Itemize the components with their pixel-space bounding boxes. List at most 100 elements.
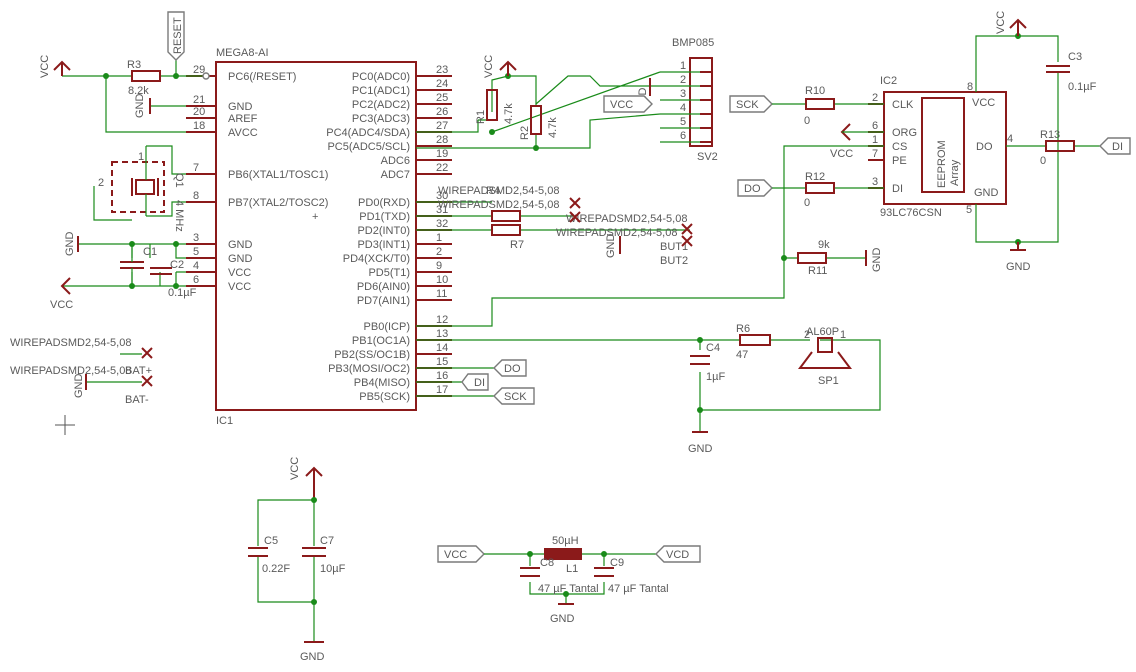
ic1-pin-number: 6 xyxy=(193,274,199,286)
sck-input: SCK R10 0 xyxy=(729,85,884,127)
org-vcc: VCC xyxy=(830,123,884,160)
ic1-pin-number: 27 xyxy=(436,120,448,132)
i2c-bus-wires xyxy=(491,71,661,149)
ic1-pin-number: 30 xyxy=(436,190,448,202)
r12-name: R12 xyxy=(805,171,825,183)
ic2-vcc-label: VCC xyxy=(972,97,995,109)
di-flag-right: DI xyxy=(1099,137,1131,155)
c4-plates xyxy=(690,355,710,365)
junction xyxy=(563,591,569,597)
ic1-pin-label: PB4(MISO) xyxy=(354,377,410,389)
crystal-q1: Q1 4 MHz 2 1 xyxy=(98,146,185,232)
c7-value: 10µF xyxy=(320,563,346,575)
vcc-symbol: VCC xyxy=(39,55,71,78)
ic2-pin-number: 1 xyxy=(872,134,878,146)
ic2-pin-label: PE xyxy=(892,155,907,167)
sp1-value: AL60P xyxy=(806,326,839,338)
ic1-pin-number: 25 xyxy=(436,92,448,104)
ic1-pin-number: 18 xyxy=(193,120,205,132)
ic1-pin-label: PD2(INT0) xyxy=(357,225,410,237)
lc-filter: VCC 50µH L1 C8 C9 47 µF Tantal 47 µF Tan… xyxy=(437,535,701,625)
sv2-pin-wires xyxy=(660,71,700,143)
r12-value: 0 xyxy=(804,197,810,209)
l1-value: 50µH xyxy=(552,535,579,547)
ic1-pin-number: 5 xyxy=(193,246,199,258)
ic1-pin-number: 16 xyxy=(436,370,448,382)
ic1-pin-number: 10 xyxy=(436,274,448,286)
junction xyxy=(697,407,703,413)
crystal-value: 4 MHz xyxy=(173,200,185,232)
gnd-label: GND xyxy=(73,374,85,399)
r7-body xyxy=(491,224,521,236)
bat-plus-label: BAT+ xyxy=(125,365,152,377)
pad-cross-icon xyxy=(569,197,693,247)
ic1-pin-number: 7 xyxy=(193,162,199,174)
ic2-inner-2: Array xyxy=(949,159,961,186)
junction xyxy=(489,129,495,135)
sv2-pin-number: 1 xyxy=(680,60,686,72)
c3-value: 0.1µF xyxy=(1068,81,1097,93)
c2-plates xyxy=(150,267,172,275)
ic1-pin-number: 15 xyxy=(436,356,448,368)
r6-name: R6 xyxy=(736,323,750,335)
reset-inverted-pin xyxy=(202,72,210,80)
ic1-pin-number: 31 xyxy=(436,204,448,216)
ic1-pin-label: VCC xyxy=(228,267,251,279)
junction xyxy=(103,73,109,79)
ic1-pin-label: PC2(ADC2) xyxy=(352,99,410,111)
ic1-pin-number: 21 xyxy=(193,94,205,106)
do-flag-shape xyxy=(737,179,773,197)
sv2-pin-number: 4 xyxy=(680,102,686,114)
do-input: DO R12 0 xyxy=(737,171,884,209)
sv2-name: SV2 xyxy=(697,151,718,163)
wirepad-label: WIREPADSMD2,54-5,08 xyxy=(10,365,131,377)
ic2-value: 93LC76CSN xyxy=(880,207,942,219)
ic1-name: IC1 xyxy=(216,415,233,427)
vcc-flag-label: VCD xyxy=(666,549,689,561)
xtal-case-wire xyxy=(93,186,132,221)
ic2-symbol: EEPROM Array IC2 93LC76CSN 2CLK6ORG1CS7P… xyxy=(868,11,1100,273)
ic1-value: MEGA8-AI xyxy=(216,47,269,59)
wirepad-label: WIREPADSMD2,54-5,08 xyxy=(556,227,677,239)
lc-wires xyxy=(484,553,656,604)
ic2-pin-label: CLK xyxy=(892,99,914,111)
ic2-gnd-label: GND xyxy=(974,187,999,199)
ic1-pin-label: PB7(XTAL2/TOSC2) xyxy=(228,197,328,209)
ic1-pin-number: 1 xyxy=(436,232,442,244)
c8-value: 47 µF Tantal xyxy=(538,583,599,595)
vcc-label: VCC xyxy=(995,11,1007,34)
xtal1-wire xyxy=(146,145,186,175)
sv2-value: BMP085 xyxy=(672,37,714,49)
ic1-symbol: MEGA8-AI IC1 + 29PC6(/RESET)21GND20AREF1… xyxy=(186,47,452,427)
r1-value: 4.7k xyxy=(503,103,515,124)
sv2-pin-number: 3 xyxy=(680,88,686,100)
cap-plates xyxy=(248,547,326,557)
ic1-pin-label: PC3(ADC3) xyxy=(352,113,410,125)
ic1-pin-number: 20 xyxy=(193,106,205,118)
do-flag-label: DO xyxy=(744,183,761,195)
r3-name: R3 xyxy=(127,59,141,71)
wirepad-label: WIREPADSMD2,54-5,08 xyxy=(438,199,559,211)
c4-name: C4 xyxy=(706,342,720,354)
ic1-pin-number: 14 xyxy=(436,342,448,354)
ic1-pin-number: 32 xyxy=(436,218,448,230)
vcc-flag-label: VCC xyxy=(444,549,467,561)
bat-minus-label: BAT- xyxy=(125,394,149,406)
r6-body xyxy=(739,334,771,346)
do-flag-shape xyxy=(493,359,527,377)
ic2-pin-label: DI xyxy=(892,183,903,195)
ic1-pin-label: PD4(XCK/T0) xyxy=(343,253,410,265)
ic1-pin-label: GND xyxy=(228,253,253,265)
gnd-label: GND xyxy=(134,94,146,119)
sck-flag-shape xyxy=(493,387,535,405)
ic1-pin-label: PB1(OC1A) xyxy=(352,335,410,347)
r3: R3 8.2k xyxy=(127,59,161,97)
ic2-do-num: 4 xyxy=(1007,133,1013,145)
c5-name: C5 xyxy=(264,535,278,547)
junction xyxy=(173,73,179,79)
vcd-flag-shape xyxy=(655,545,701,563)
r13-body xyxy=(1045,140,1075,152)
ic1-right-pins: 23PC0(ADC0)24PC1(ADC1)25PC2(ADC2)26PC3(A… xyxy=(326,64,452,403)
